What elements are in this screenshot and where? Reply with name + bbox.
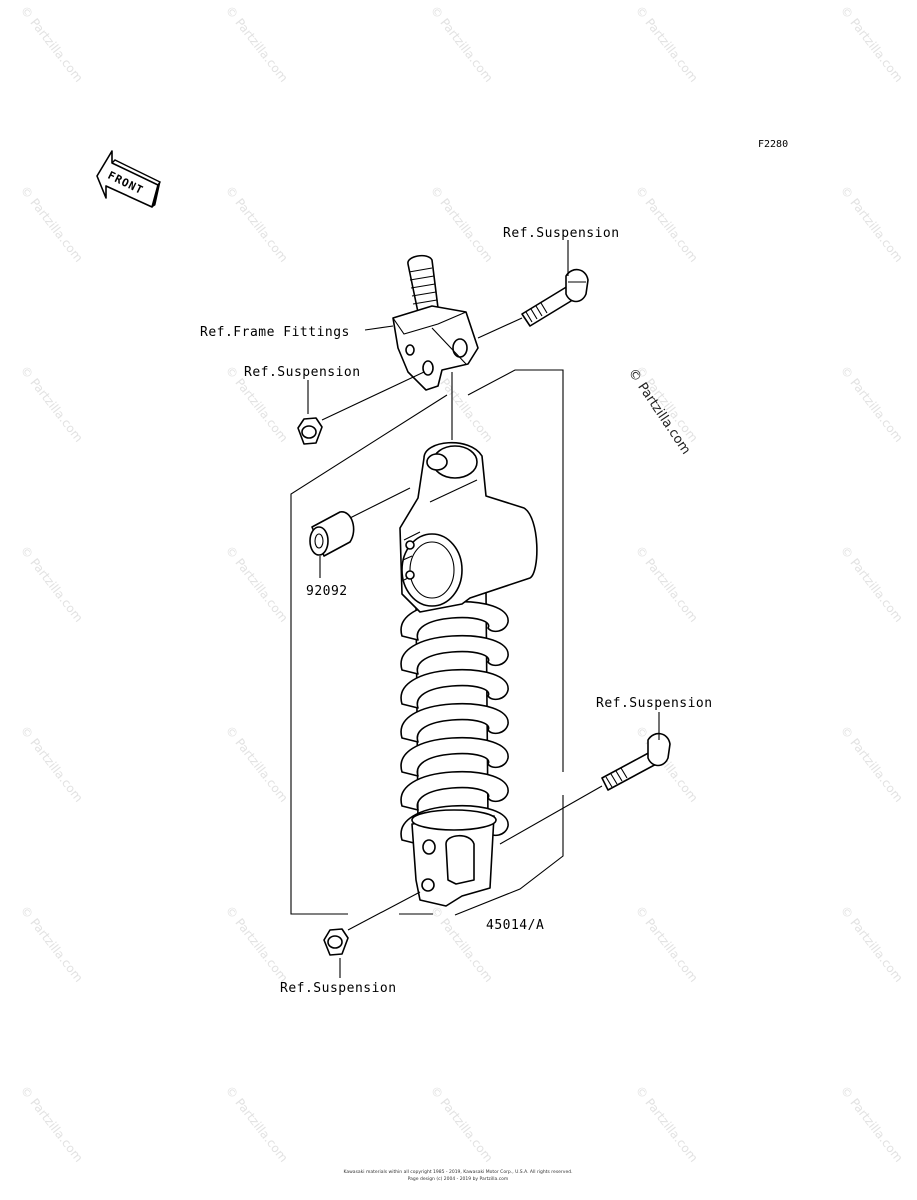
watermark-tile: © Partzilla.com <box>838 183 906 265</box>
assembly-frame <box>290 369 564 916</box>
watermark-tile: © Partzilla.com <box>633 3 701 85</box>
label-ref-suspension-left: Ref.Suspension <box>244 365 361 380</box>
bolt-right <box>601 732 671 791</box>
watermark-tile: © Partzilla.com <box>633 183 701 265</box>
bolt-top <box>521 268 589 327</box>
watermark-tile: © Partzilla.com <box>428 903 496 985</box>
watermark-tile: © Partzilla.com <box>18 903 86 985</box>
nut-left <box>297 417 323 445</box>
watermark-tile: © Partzilla.com <box>838 1083 906 1165</box>
watermark-tile: © Partzilla.com <box>428 183 496 265</box>
nut-bottom <box>323 928 349 956</box>
watermark-tile: © Partzilla.com <box>633 543 701 625</box>
footer-copyright: Kawasaki materials within all copyright … <box>344 1169 573 1175</box>
front-arrow-icon: FRONT <box>96 150 162 208</box>
label-ref-suspension-top: Ref.Suspension <box>503 226 620 241</box>
footer-design: Page design (c) 2004 - 2019 by Partzilla… <box>408 1176 509 1182</box>
shock-absorber <box>399 441 538 907</box>
watermark-tile: © Partzilla.com <box>428 1083 496 1165</box>
spring-coil <box>400 736 509 777</box>
watermark-tile: © Partzilla.com <box>18 363 86 445</box>
watermark-tile: © Partzilla.com <box>633 1083 701 1165</box>
watermark-tile: © Partzilla.com <box>838 903 906 985</box>
spring-coil <box>400 702 509 743</box>
watermark-tile: © Partzilla.com <box>18 3 86 85</box>
spring-coil <box>400 668 509 709</box>
watermark-tile: © Partzilla.com <box>18 183 86 265</box>
watermark-tile: © Partzilla.com <box>223 183 291 265</box>
collar-92092 <box>309 511 355 557</box>
watermark-tile: © Partzilla.com <box>223 903 291 985</box>
frame-fitting-bracket <box>392 254 479 391</box>
watermark-tile: © Partzilla.com <box>838 363 906 445</box>
leader-lines <box>307 240 660 978</box>
label-part-45014: 45014/A <box>486 918 544 933</box>
figure-code: F2280 <box>758 139 788 150</box>
watermark-tile: © Partzilla.com <box>18 1083 86 1165</box>
watermark-tile: © Partzilla.com <box>223 1083 291 1165</box>
watermark-tile: © Partzilla.com <box>633 903 701 985</box>
label-ref-suspension-right: Ref.Suspension <box>596 696 713 711</box>
watermark-tile: © Partzilla.com <box>18 723 86 805</box>
watermark-tile: © Partzilla.com <box>838 3 906 85</box>
watermark-tile: © Partzilla.com <box>223 543 291 625</box>
watermark-tile: © Partzilla.com <box>838 543 906 625</box>
watermark-tile: © Partzilla.com <box>838 723 906 805</box>
spring-coil <box>400 770 509 811</box>
label-part-92092: 92092 <box>306 584 348 599</box>
watermark-tile: © Partzilla.com <box>428 3 496 85</box>
watermark-tile: © Partzilla.com <box>223 3 291 85</box>
watermark-tile: © Partzilla.com <box>223 723 291 805</box>
label-ref-frame-fittings: Ref.Frame Fittings <box>200 325 350 340</box>
spring-coil <box>400 634 509 675</box>
watermark-tile: © Partzilla.com <box>18 543 86 625</box>
label-ref-suspension-bottom: Ref.Suspension <box>280 981 397 996</box>
watermark-large: © Partzilla.com <box>625 366 694 458</box>
